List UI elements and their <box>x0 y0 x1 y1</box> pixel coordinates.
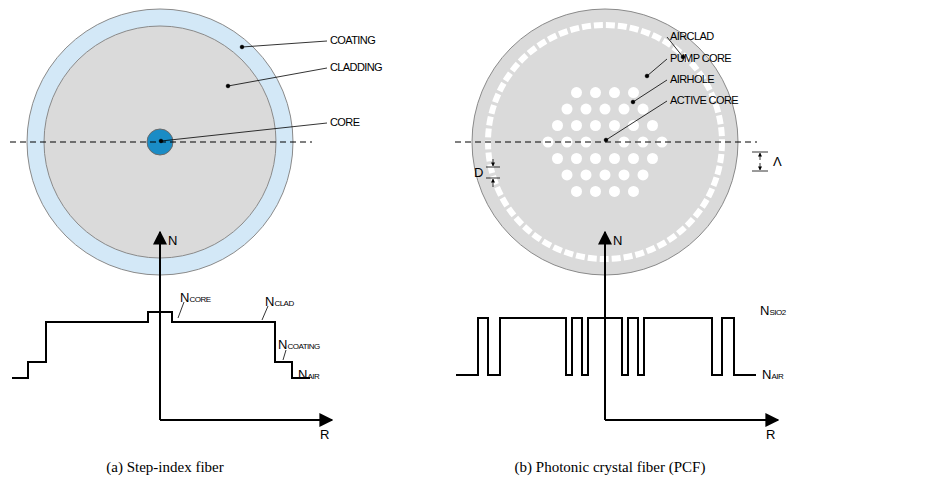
callout-label: PUMP CORE <box>670 53 731 64</box>
airhole <box>609 87 620 98</box>
airhole <box>638 169 649 180</box>
airhole <box>562 169 573 180</box>
axis-label: R <box>766 428 775 441</box>
index-label: NAIR <box>762 368 783 381</box>
airhole <box>609 153 620 164</box>
airhole <box>562 104 573 115</box>
airhole <box>571 87 582 98</box>
airhole <box>628 87 639 98</box>
r-axis <box>605 419 778 421</box>
index-label: NSIO2 <box>760 304 786 317</box>
axis-label: R <box>320 428 329 441</box>
airhole <box>552 153 563 164</box>
index-label: NCLAD <box>265 295 294 308</box>
airhole <box>647 153 658 164</box>
airhole <box>619 104 630 115</box>
dimension-label: Λ <box>773 155 782 168</box>
callout-label: CLADDING <box>330 62 382 73</box>
airhole <box>609 120 620 131</box>
airhole <box>581 104 592 115</box>
airhole <box>609 186 620 197</box>
airhole <box>647 120 658 131</box>
airhole <box>571 153 582 164</box>
airhole <box>552 120 563 131</box>
airhole <box>590 87 601 98</box>
airhole <box>619 169 630 180</box>
airhole <box>628 186 639 197</box>
figure-caption: (b) Photonic crystal fiber (PCF) <box>515 460 706 475</box>
callout-label: AIRCLAD <box>670 31 713 42</box>
leader-lines <box>159 41 327 143</box>
airhole <box>571 186 582 197</box>
index-label: NAIR <box>298 368 319 381</box>
airhole <box>628 153 639 164</box>
airhole <box>590 120 601 131</box>
airhole <box>600 104 611 115</box>
airhole <box>590 186 601 197</box>
profile-leaders <box>178 302 286 360</box>
airhole <box>590 153 601 164</box>
dimension-label: D <box>474 166 483 179</box>
callout-label: ACTIVE CORE <box>670 95 738 106</box>
callout-label: COATING <box>330 35 375 46</box>
airhole <box>638 104 649 115</box>
airhole <box>571 120 582 131</box>
airhole <box>581 169 592 180</box>
figure-caption: (a) Step-index fiber <box>106 460 223 475</box>
airhole <box>600 169 611 180</box>
n-axis <box>159 232 161 420</box>
index-profile <box>456 318 756 375</box>
index-profile <box>12 312 310 378</box>
axis-label: N <box>168 234 177 247</box>
callout-label: AIRHOLE <box>670 74 714 85</box>
index-label: NCORE <box>180 291 211 304</box>
n-axis <box>604 232 606 420</box>
axis-label: N <box>613 234 622 247</box>
dimension-marks <box>486 152 768 187</box>
callout-label: CORE <box>330 117 359 128</box>
r-axis <box>160 419 332 421</box>
index-label: NCOATING <box>278 338 320 351</box>
airhole <box>628 120 639 131</box>
